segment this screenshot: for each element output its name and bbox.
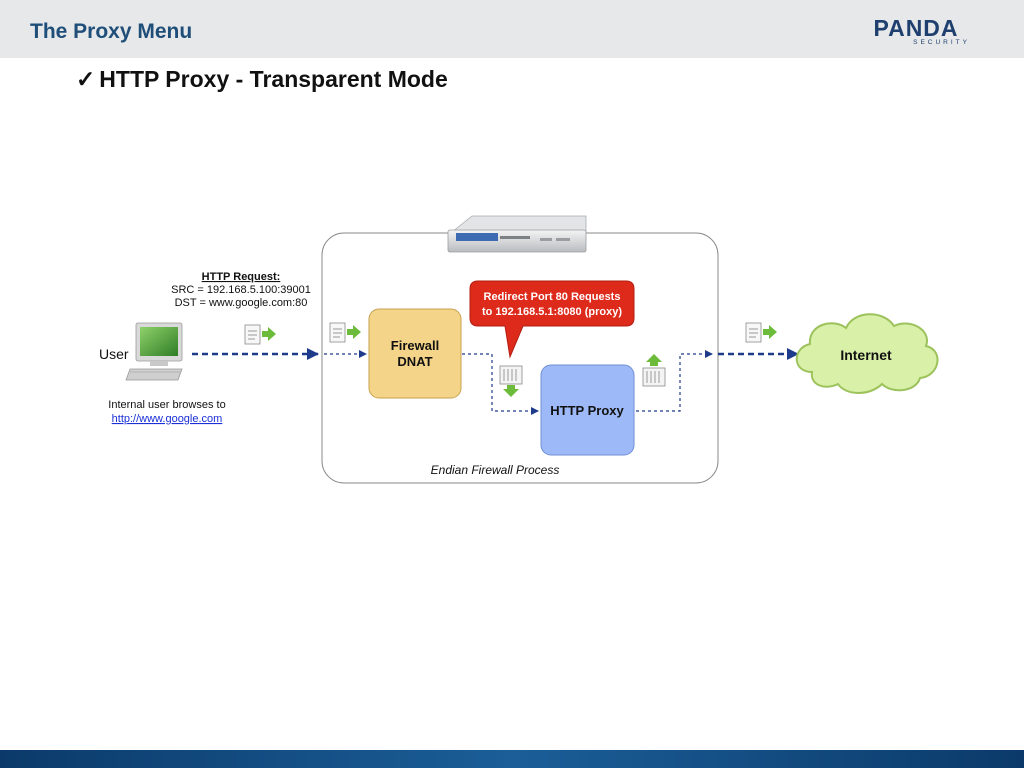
logo-name: PANDA	[873, 15, 958, 41]
logo-tagline: SECURITY	[913, 39, 970, 46]
panda-security-logo: PANDA SECURITY	[873, 15, 970, 46]
computer-icon	[125, 322, 183, 381]
request-dst: DST = www.google.com:80	[175, 297, 308, 309]
slide-header: The Proxy Menu PANDA SECURITY	[0, 0, 1024, 58]
flow-arrow-proxy-to-edge	[636, 350, 713, 412]
request-title: HTTP Request:	[202, 271, 281, 283]
document-arrow-icon-3	[745, 322, 777, 343]
redirect-callout	[469, 280, 635, 359]
document-arrow-icon-1	[244, 324, 276, 345]
slide-footer-bar	[0, 750, 1024, 768]
user-label: User	[99, 346, 129, 362]
process-label: Endian Firewall Process	[431, 463, 560, 477]
checkmark-icon: ✓	[76, 66, 96, 92]
firewall-dnat-box	[368, 308, 462, 399]
user-caption-link[interactable]: http://www.google.com	[112, 413, 223, 425]
document-arrow-icon-2	[329, 322, 361, 343]
firewall-appliance-icon	[447, 215, 587, 253]
packet-down-icon	[499, 365, 523, 397]
packet-up-icon	[642, 354, 666, 387]
internet-cloud	[795, 313, 939, 394]
firewall-label-line1: Firewall	[391, 338, 439, 353]
firewall-label-line2: DNAT	[397, 354, 432, 369]
bullet-heading: ✓HTTP Proxy - Transparent Mode	[76, 66, 448, 93]
flow-arrow-firewall-to-proxy	[462, 353, 539, 415]
slide-title: The Proxy Menu	[30, 20, 193, 43]
internet-label: Internet	[840, 347, 892, 363]
proxy-label: HTTP Proxy	[550, 403, 624, 418]
bullet-text: HTTP Proxy - Transparent Mode	[99, 66, 448, 92]
http-proxy-box	[540, 364, 635, 456]
callout-line1: Redirect Port 80 Requests	[484, 291, 621, 303]
request-src: SRC = 192.168.5.100:39001	[171, 284, 311, 296]
callout-line2: to 192.168.5.1:8080 (proxy)	[482, 306, 622, 318]
user-caption: Internal user browses to	[108, 399, 225, 411]
